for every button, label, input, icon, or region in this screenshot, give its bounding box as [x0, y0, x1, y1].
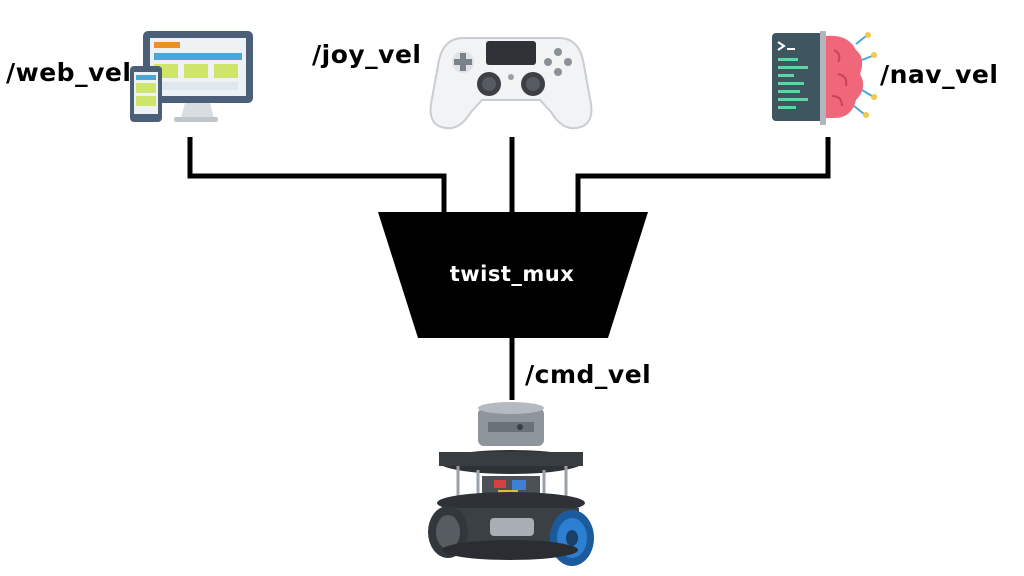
web-browser-devices-icon — [130, 31, 253, 122]
nav-vel-label: /nav_vel — [880, 60, 999, 89]
mux-block — [378, 212, 648, 338]
code-brain-icon — [772, 31, 877, 125]
twist-mux-label: twist_mux — [449, 262, 575, 286]
nav-connector — [575, 137, 831, 212]
joy-vel-label: /joy_vel — [312, 40, 422, 69]
game-controller-icon — [429, 37, 593, 130]
turtlebot-robot — [428, 402, 594, 566]
cmd-vel-label: /cmd_vel — [525, 360, 652, 389]
web-vel-label: /web_vel — [6, 58, 132, 87]
connector-lines — [187, 137, 831, 400]
web-connector — [187, 137, 447, 212]
